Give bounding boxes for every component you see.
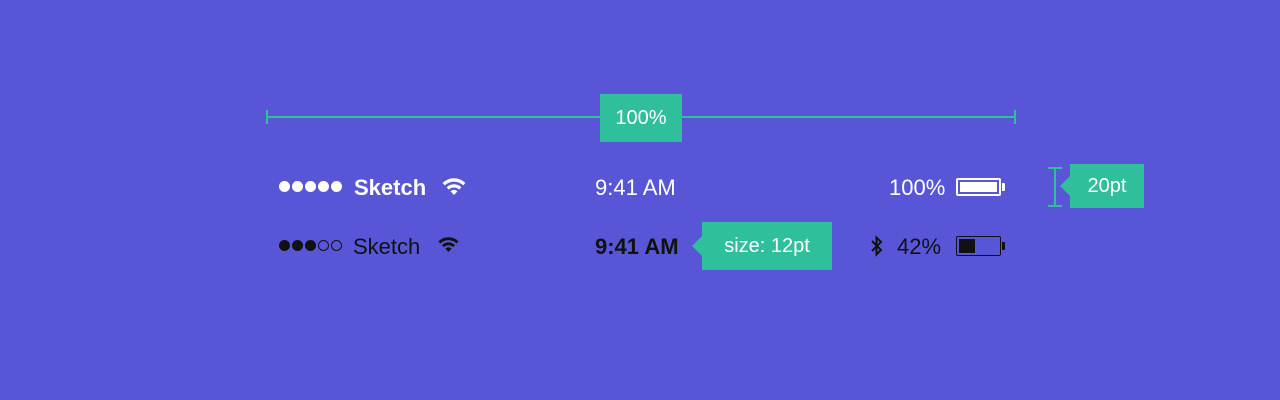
- battery-terminal-dark: [1002, 242, 1005, 250]
- bluetooth-icon: [871, 235, 883, 257]
- signal-dot-filled: [279, 181, 290, 192]
- width-label: 100%: [600, 94, 682, 142]
- signal-dot-filled: [292, 240, 303, 251]
- signal-dot-filled: [331, 181, 342, 192]
- signal-strength-dark: [279, 240, 342, 251]
- time-label-light: 9:41 AM: [595, 175, 676, 200]
- battery-fill-dark: [959, 239, 976, 253]
- signal-dot-filled: [305, 240, 316, 251]
- height-measure-line: [1054, 168, 1056, 206]
- wifi-icon: [442, 178, 466, 195]
- battery-terminal-light: [1002, 183, 1005, 191]
- battery-icon-light: [956, 178, 1001, 196]
- battery-icon-dark: [956, 236, 1001, 256]
- signal-dot-filled: [292, 181, 303, 192]
- signal-dot-empty: [331, 240, 342, 251]
- height-measure-top-cap: [1048, 167, 1062, 169]
- signal-strength-light: [279, 181, 342, 192]
- battery-percent-light: 100%: [889, 175, 946, 200]
- signal-dot-filled: [279, 240, 290, 251]
- carrier-label-light: Sketch: [354, 175, 427, 200]
- width-measure-left-cap: [266, 110, 268, 124]
- time-label-dark: 9:41 AM: [595, 234, 679, 259]
- height-label: 20pt: [1060, 164, 1144, 208]
- width-measure-right-cap: [1014, 110, 1016, 124]
- signal-dot-filled: [318, 181, 329, 192]
- font-size-label: size: 12pt: [692, 222, 832, 270]
- wifi-icon: [438, 237, 459, 252]
- signal-dot-empty: [318, 240, 329, 251]
- signal-dot-filled: [305, 181, 316, 192]
- battery-fill-light: [960, 182, 997, 192]
- carrier-label-dark: Sketch: [353, 234, 421, 259]
- battery-percent-dark: 42%: [897, 234, 942, 259]
- height-measure-bottom-cap: [1048, 205, 1062, 207]
